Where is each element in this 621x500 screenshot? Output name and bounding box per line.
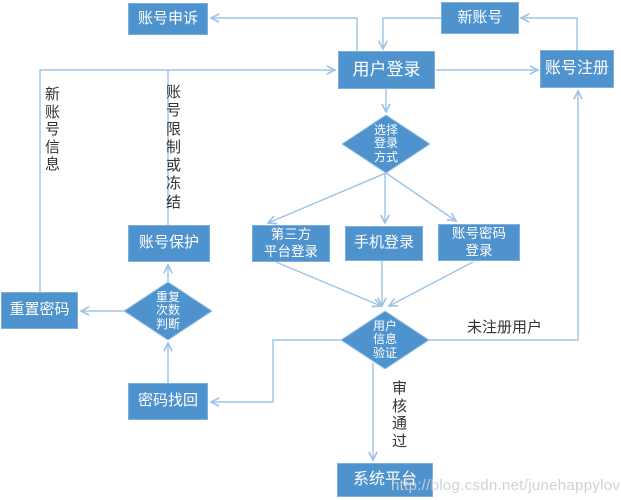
node-system-platform-label: 系统平台 [352,471,417,489]
edge-label-review-passed: 审核通过 [391,380,407,450]
csdn-watermark: http://blog.csdn.net/junehappylove [391,477,621,494]
node-new-account-label: 新账号 [457,8,503,26]
diamond-shape [341,311,429,369]
diamond-shape [124,282,212,340]
node-reset-password: 重置密码 [1,292,78,329]
node-account-appeal-label: 账号申诉 [137,9,198,27]
node-account-password-login-label: 账号密码 登录 [452,226,506,258]
node-account-register-label: 账号注册 [544,60,609,78]
edge-account-password-to-verify [389,261,474,306]
node-account-password-login: 账号密码 登录 [438,224,520,261]
edge-label-unregistered-user: 未注册用户 [467,319,543,336]
edge-user-login-to-account-appeal [211,18,358,51]
edge-reset-password-to-user-login [39,70,335,292]
edge-verify-to-password-recovery [211,339,342,402]
node-choose-login-method-label: 选择 登录 方式 [373,122,398,164]
node-account-register: 账号注册 [540,50,614,88]
edge-choose-method-to-account-password [385,172,456,221]
node-third-party-login-label: 第三方 平台登录 [264,227,318,259]
node-system-platform: 系统平台 [337,463,433,497]
edge-new-account-to-user-login [383,17,441,49]
node-phone-login-label: 手机登录 [353,234,414,252]
node-repeat-count-judge: 重复 次数 判断 [124,282,212,340]
node-reset-password-label: 重置密码 [9,301,70,319]
node-password-recovery-label: 密码找回 [137,392,198,410]
edge-label-new-account-info: 新账号信息 [44,86,60,173]
node-account-protection: 账号保护 [128,225,210,262]
node-phone-login: 手机登录 [345,226,423,261]
edge-verify-to-account-register [429,91,578,341]
node-third-party-login: 第三方 平台登录 [252,225,330,262]
node-repeat-count-judge-label: 重复 次数 判断 [155,289,180,331]
node-password-recovery: 密码找回 [128,383,208,420]
node-user-info-verify: 用户 信息 验证 [341,311,429,369]
edge-label-account-restricted-or-frozen: 账号限制或冻结 [165,84,181,211]
node-user-info-verify-label: 用户 信息 验证 [372,318,397,360]
edge-choose-method-to-third-party [268,172,387,223]
node-user-login-label: 用户登录 [352,59,421,79]
node-new-account: 新账号 [441,2,519,34]
node-account-appeal: 账号申诉 [128,3,208,35]
diamond-shape [342,115,430,173]
edge-third-party-to-verify [275,261,381,306]
node-account-protection-label: 账号保护 [138,234,199,252]
node-user-login: 用户登录 [338,51,435,89]
edge-account-register-to-new-account [521,18,578,50]
node-choose-login-method: 选择 登录 方式 [342,115,430,173]
